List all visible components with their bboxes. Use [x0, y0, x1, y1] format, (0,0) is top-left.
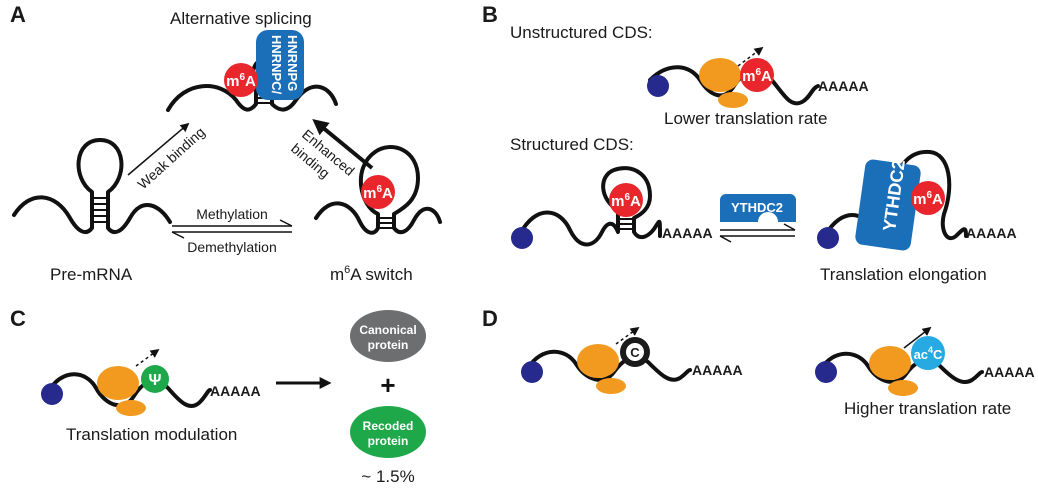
pre-mrna-label: Pre-mRNA [50, 265, 133, 284]
cytidine-modification: C [620, 337, 650, 367]
m6a-modification-top: m6A [224, 63, 258, 97]
m6a-base: m [913, 191, 926, 208]
translation-direction-arrow [135, 348, 160, 367]
weak-binding-label: Weak binding [134, 124, 208, 192]
enhanced-binding-arrow [312, 118, 374, 170]
m6a-letter: A [245, 73, 256, 90]
switch-suffix: A switch [350, 265, 412, 284]
panel-d: D C AAAAA ac4C AAAAA Higher translation … [482, 306, 1035, 418]
recoded-protein: Recoded protein [350, 406, 426, 458]
ac4c-superscript: 4 [928, 345, 933, 355]
protein-label-line1: HNRNPC/ [269, 35, 284, 95]
canonical-line2: protein [368, 338, 409, 352]
translation-direction-arrow [615, 326, 640, 345]
m6a-base: m [363, 185, 376, 202]
m6a-letter: A [932, 191, 943, 208]
mrna-cap-icon [815, 361, 837, 383]
polya-tail: AAAAA [818, 78, 869, 94]
binding-equilibrium-arrows [719, 223, 796, 243]
mrna-cap-icon [41, 383, 63, 405]
m6a-letter: A [382, 185, 393, 202]
translation-modulation-label: Translation modulation [66, 425, 237, 444]
weak-binding-arrow [127, 122, 190, 176]
svg-text:ac4C: ac4C [914, 345, 943, 362]
methylation-equilibrium-arrows [171, 219, 293, 239]
m6a-superscript: 6 [376, 184, 382, 195]
svg-text:m6A: m6A [363, 184, 393, 202]
recoded-line2: protein [368, 434, 409, 448]
psi-label: Ψ [149, 372, 162, 389]
polya-tail: AAAAA [692, 362, 743, 378]
m6a-letter: A [630, 193, 641, 210]
m6a-switch-label: m6A switch [330, 264, 413, 284]
switch-prefix: m [330, 265, 344, 284]
polya-tail: AAAAA [984, 364, 1035, 380]
svg-text:m6A: m6A [226, 72, 256, 90]
m6a-superscript: 6 [926, 190, 932, 201]
canonical-protein: Canonical protein [350, 310, 426, 362]
methylation-label: Methylation [196, 206, 268, 222]
structured-cds-label: Structured CDS: [510, 135, 634, 154]
higher-translation-rate-label: Higher translation rate [844, 399, 1011, 418]
mrna-cap-icon [817, 227, 839, 249]
m6a-superscript: 6 [624, 192, 630, 203]
recoded-percent-label: ~ 1.5% [361, 467, 414, 486]
panel-label-d: D [482, 306, 498, 331]
panel-a: A Alternative splicing HNRNPC/ HNRNPG m6… [10, 2, 442, 284]
m6a-switch-strand [314, 145, 442, 235]
ribosome-icon [699, 58, 748, 108]
translation-elongation-label: Translation elongation [820, 265, 987, 284]
panel-label-b: B [482, 2, 498, 27]
m6a-base: m [226, 73, 239, 90]
svg-text:m6A: m6A [742, 67, 772, 85]
structured-mrna-strand [518, 166, 662, 247]
m6a-modification-bound: m6A [911, 181, 945, 215]
mrna-cap-icon [521, 361, 543, 383]
svg-text:m6A: m6A [611, 192, 641, 210]
svg-text:m6A: m6A [913, 190, 943, 208]
polya-tail: AAAAA [662, 225, 713, 241]
ribosome-icon [869, 346, 918, 396]
ribosome-icon [97, 366, 146, 416]
ac4c-letter: C [933, 347, 943, 362]
ac4c-modification: ac4C [911, 336, 945, 370]
m6a-modification-unstructured: m6A [740, 58, 774, 92]
ac4c-base: ac [914, 347, 928, 362]
ythdc2-protein-bound: YTHDC2 [855, 158, 921, 251]
hnrnpc-hnrnpg-protein: HNRNPC/ HNRNPG [256, 30, 304, 100]
translation-direction-arrow [737, 46, 764, 67]
mrna-cap-icon [647, 75, 669, 97]
demethylation-label: Demethylation [187, 239, 277, 255]
protein-label-line2: HNRNPG [285, 35, 300, 91]
panel-b: B Unstructured CDS: m6A AAAAA Lower tran… [482, 2, 1017, 284]
lower-translation-rate-label: Lower translation rate [664, 109, 827, 128]
mrna-cap-icon [511, 227, 533, 249]
canonical-line1: Canonical [359, 323, 416, 337]
m6a-letter: A [761, 68, 772, 85]
c-label: C [630, 345, 640, 360]
ribosome-icon [577, 344, 626, 394]
m6a-modification-switch: m6A [361, 175, 395, 209]
m6a-modification-structured: m6A [609, 183, 643, 217]
plus-sign: + [380, 370, 395, 400]
recoded-line1: Recoded [363, 419, 414, 433]
ythdc2-label: YTHDC2 [731, 200, 783, 215]
switch-superscript: 6 [344, 264, 350, 276]
unstructured-cds-label: Unstructured CDS: [510, 23, 653, 42]
translation-direction-arrow [903, 326, 932, 349]
m6a-base: m [742, 68, 755, 85]
m6a-base: m [611, 193, 624, 210]
polya-tail: AAAAA [966, 225, 1017, 241]
alternative-splicing-title: Alternative splicing [170, 9, 312, 28]
panel-c: C Ψ AAAAA Translation modulation Canonic… [10, 306, 426, 486]
panel-label-a: A [10, 2, 26, 27]
panel-label-c: C [10, 306, 26, 331]
pre-mrna-strand [12, 138, 172, 235]
psi-modification: Ψ [141, 365, 169, 393]
m6a-superscript: 6 [239, 72, 245, 83]
polya-tail: AAAAA [210, 383, 261, 399]
ythdc2-protein-free: YTHDC2 [720, 194, 796, 222]
m6a-superscript: 6 [755, 67, 761, 78]
